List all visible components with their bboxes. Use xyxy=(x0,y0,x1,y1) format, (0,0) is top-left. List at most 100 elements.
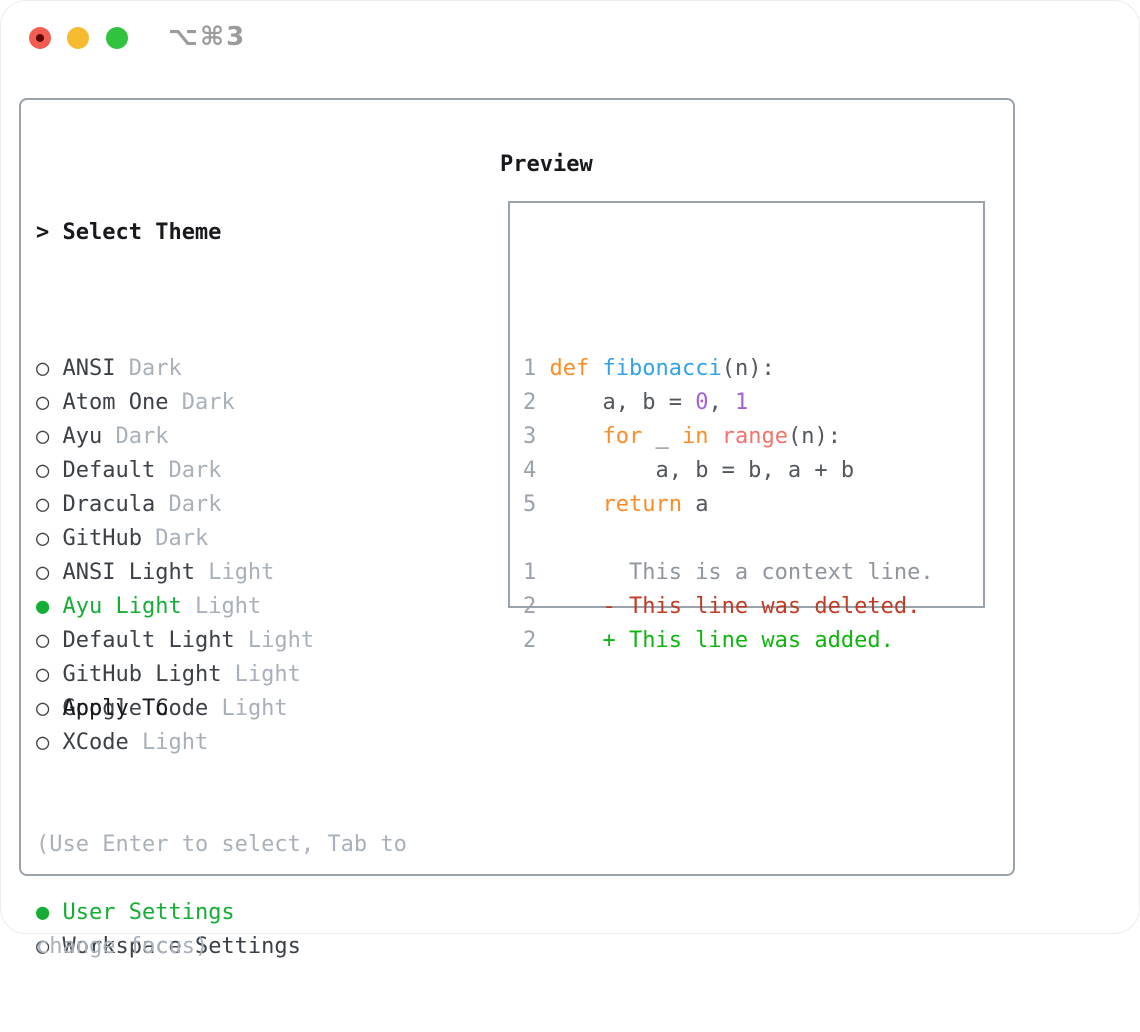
code-token xyxy=(708,424,721,449)
keyword-token: return xyxy=(602,492,682,517)
close-button[interactable] xyxy=(29,27,51,49)
option-label: Atom One xyxy=(49,390,169,415)
number-token: 1 xyxy=(734,390,749,415)
theme-variant: Dark xyxy=(115,356,182,381)
context-token: This is a context line. xyxy=(536,560,934,585)
line-number: 5 xyxy=(523,492,537,517)
theme-variant: Light xyxy=(128,730,209,755)
radio-icon: ○ xyxy=(36,492,50,517)
option-label: GitHub xyxy=(49,526,142,551)
theme-variant: Light xyxy=(221,662,301,687)
diff-context-line: 1 This is a context line. xyxy=(523,556,983,590)
diff-added-line: 2 + This line was added. xyxy=(523,624,983,658)
number-token: 0 xyxy=(695,390,709,415)
keyword-token: def xyxy=(549,356,590,381)
function-token: fibonacci xyxy=(602,356,722,381)
radio-icon: ○ xyxy=(36,458,50,483)
code-token: a, b = xyxy=(536,390,696,415)
option-label: Dracula xyxy=(49,492,156,517)
theme-variant: Dark xyxy=(102,424,169,449)
radio-selected-icon: ● xyxy=(36,900,50,925)
code-token: (n): xyxy=(721,356,775,381)
code-line-5: 5 return a xyxy=(523,488,983,522)
theme-variant: Light xyxy=(234,628,315,653)
line-number: 2 xyxy=(523,390,537,415)
code-token: , xyxy=(708,390,735,415)
theme-option-github-light[interactable]: ○ GitHub Light Light xyxy=(36,658,314,692)
select-theme-title: Select Theme xyxy=(62,220,222,245)
diff-deleted-line: 2 - This line was deleted. xyxy=(523,590,983,624)
theme-selector-panel: >Select Theme ○ ANSI Dark○ Atom One Dark… xyxy=(19,98,1015,959)
code-line-1: 1 def fibonacci(n): xyxy=(523,352,983,386)
zoom-button[interactable] xyxy=(106,27,128,49)
hint-text: (Use Enter to select, Tab to change focu… xyxy=(36,760,407,1032)
option-label: Ayu Light xyxy=(49,594,182,619)
radio-icon: ○ xyxy=(36,696,50,721)
option-label: Default Light xyxy=(49,628,235,653)
close-dot-icon xyxy=(36,34,44,42)
option-label: User Settings xyxy=(49,900,235,925)
radio-icon: ○ xyxy=(36,560,50,585)
apply-to-label: Apply To xyxy=(62,696,169,721)
code-line-3: 3 for _ in range(n): xyxy=(523,420,983,454)
theme-list: >Select Theme ○ ANSI Dark○ Atom One Dark… xyxy=(36,148,314,760)
theme-variant: Light xyxy=(208,696,288,721)
radio-icon: ○ xyxy=(36,390,50,415)
option-label: ANSI xyxy=(49,356,116,381)
option-label: Google Code xyxy=(49,696,209,721)
option-label: XCode xyxy=(49,730,129,755)
theme-variant: Dark xyxy=(155,458,222,483)
window-shortcut-label: ⌥⌘3 xyxy=(168,22,247,52)
select-theme-header: > Select Theme xyxy=(36,216,314,250)
line-number: 4 xyxy=(523,458,537,483)
theme-option-xcode[interactable]: ○ XCode Light xyxy=(36,726,314,760)
special-token: range xyxy=(721,424,788,449)
theme-variant: Dark xyxy=(141,526,209,551)
line-number: 2 xyxy=(523,594,537,619)
radio-icon: ○ xyxy=(36,730,50,755)
option-label: Default xyxy=(49,458,156,483)
theme-option-default-light[interactable]: ○ Default Light Light xyxy=(36,624,314,658)
theme-option-google-code[interactable]: ○ Google Code Light xyxy=(36,692,314,726)
focus-caret-icon: > xyxy=(36,220,50,245)
code-token xyxy=(536,492,602,517)
blank-line xyxy=(523,522,983,556)
option-label: GitHub Light xyxy=(49,662,222,687)
theme-variant: Dark xyxy=(168,390,235,415)
code-line-2: 2 a, b = 0, 1 xyxy=(523,386,983,420)
preview-title: Preview xyxy=(500,152,593,177)
code-token: a xyxy=(681,492,709,517)
apply-option-user-settings[interactable]: ● User Settings xyxy=(36,896,301,930)
line-number: 3 xyxy=(523,424,537,449)
radio-icon: ○ xyxy=(36,356,50,381)
theme-option-ayu[interactable]: ○ Ayu Dark xyxy=(36,420,314,454)
code-token xyxy=(536,424,602,449)
theme-option-ansi[interactable]: ○ ANSI Dark xyxy=(36,352,314,386)
theme-option-github[interactable]: ○ GitHub Dark xyxy=(36,522,314,556)
theme-option-default[interactable]: ○ Default Dark xyxy=(36,454,314,488)
theme-option-ayu-light[interactable]: ● Ayu Light Light xyxy=(36,590,314,624)
radio-icon: ○ xyxy=(36,424,50,449)
radio-icon: ○ xyxy=(36,628,50,653)
option-label: Ayu xyxy=(49,424,103,449)
theme-variant: Light xyxy=(181,594,262,619)
line-number: 1 xyxy=(523,356,537,381)
theme-option-ansi-light[interactable]: ○ ANSI Light Light xyxy=(36,556,314,590)
code-token: (n): xyxy=(787,424,841,449)
theme-variant: Dark xyxy=(155,492,222,517)
code-token xyxy=(589,356,602,381)
theme-option-dracula[interactable]: ○ Dracula Dark xyxy=(36,488,314,522)
radio-icon: ○ xyxy=(36,526,50,551)
window-titlebar: ⌥⌘3 xyxy=(0,0,1140,76)
theme-option-atom-one[interactable]: ○ Atom One Dark xyxy=(36,386,314,420)
radio-selected-icon: ● xyxy=(36,594,50,619)
code-token: a, b = b, a + b xyxy=(536,458,855,483)
minimize-button[interactable] xyxy=(67,27,89,49)
hint-line-2: change focus) xyxy=(36,934,209,959)
keyword-token: in xyxy=(681,424,709,449)
line-number: 1 xyxy=(523,560,537,585)
radio-icon: ○ xyxy=(36,662,50,687)
added-token: + This line was added. xyxy=(536,628,894,653)
